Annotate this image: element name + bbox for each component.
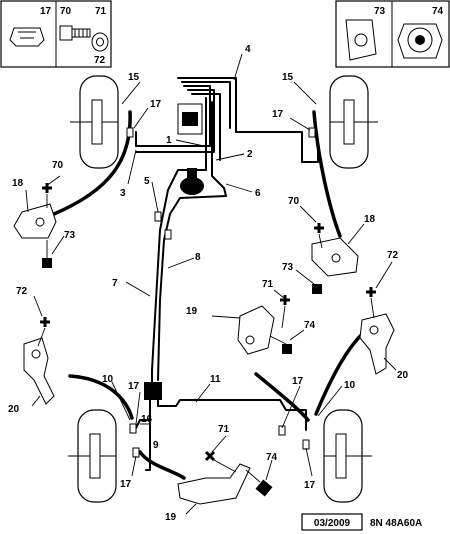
callout-17: 17	[150, 99, 162, 110]
callout-72: 72	[94, 55, 106, 66]
footer: 03/2009 8N 48A60A	[301, 513, 422, 531]
callout-10: 10	[102, 374, 114, 385]
callout-70: 70	[52, 160, 64, 171]
callout-17: 17	[120, 479, 132, 490]
nut-73-right-icon	[312, 284, 322, 294]
footer-date: 03/2009	[314, 518, 351, 529]
screw-70-right-icon	[314, 223, 324, 233]
fixings	[37, 183, 376, 497]
bracket-19-upper-icon	[237, 305, 275, 355]
callout-74: 74	[266, 452, 278, 463]
brake-pipes	[133, 77, 319, 471]
callout-9: 9	[153, 440, 159, 451]
screw-72-right-icon	[366, 287, 376, 297]
callout-2: 2	[247, 149, 253, 160]
callout-3: 3	[120, 188, 126, 199]
callout-1: 1	[166, 135, 172, 146]
callout-8: 8	[195, 252, 201, 263]
rear-right-wheel	[323, 409, 372, 503]
callout-16: 16	[141, 414, 153, 425]
bracket-20-left-icon	[23, 337, 55, 405]
callout-17: 17	[304, 480, 316, 491]
inset-box-left: 17 70 71 72	[0, 0, 112, 68]
clip-17-icon	[9, 27, 45, 47]
bracket-18-right-icon	[311, 237, 359, 277]
abs-hydraulic-block	[177, 103, 204, 195]
callout-19: 19	[165, 512, 177, 523]
callout-15: 15	[128, 72, 140, 83]
screw-71-upper-icon	[280, 295, 290, 305]
callout-71: 71	[218, 424, 230, 435]
callout-20: 20	[397, 370, 409, 381]
rear-left-wheel	[68, 409, 117, 503]
callout-18: 18	[12, 178, 24, 189]
front-left-wheel	[70, 75, 119, 169]
callout-73: 73	[374, 6, 386, 17]
callout-15: 15	[282, 72, 294, 83]
pipe-clips	[126, 127, 316, 458]
washer-71-72-icon	[91, 32, 109, 52]
callout-17: 17	[128, 381, 140, 392]
bracket-19-lower-icon	[177, 463, 251, 505]
callout-73: 73	[64, 230, 76, 241]
callout-20: 20	[8, 404, 20, 415]
callout-70: 70	[288, 196, 300, 207]
nut-74-icon	[397, 23, 443, 59]
leader-lines	[25, 53, 397, 515]
screw-72-left-icon	[40, 317, 50, 327]
callout-5: 5	[144, 176, 150, 187]
callout-70: 70	[60, 6, 72, 17]
footer-reference: 8N 48A60A	[370, 518, 422, 529]
bracket-20-right-icon	[359, 313, 395, 375]
callout-4: 4	[245, 44, 251, 55]
callout-10: 10	[344, 380, 356, 391]
callout-17: 17	[292, 376, 304, 387]
callout-71: 71	[262, 279, 274, 290]
bolt-70-icon	[59, 25, 91, 41]
nut-74-upper-icon	[282, 344, 292, 354]
front-right-wheel	[329, 75, 378, 169]
callout-72: 72	[387, 250, 399, 261]
callout-6: 6	[255, 188, 261, 199]
callout-17: 17	[272, 109, 284, 120]
nut-74-lower-icon	[255, 479, 273, 497]
nut-73-left-icon	[42, 258, 52, 268]
callout-11: 11	[210, 374, 221, 385]
callout-71: 71	[95, 6, 107, 17]
junction-block	[144, 382, 162, 400]
callout-73: 73	[282, 262, 294, 273]
callout-74: 74	[304, 320, 316, 331]
callout-72: 72	[16, 286, 28, 297]
callout-7: 7	[112, 278, 118, 289]
callout-74: 74	[432, 6, 444, 17]
bracket-18-left-icon	[13, 203, 57, 239]
callout-19: 19	[186, 306, 198, 317]
callout-18: 18	[364, 214, 376, 225]
callout-17: 17	[40, 6, 52, 17]
screw-70-left-icon	[42, 183, 52, 193]
inset-box-right: 73 74	[335, 0, 450, 68]
screw-71-lower-icon	[204, 450, 216, 462]
callout-labels: 15 15 17 17 4 1 2 3 5 6 7 8 9 10 10 11 1…	[8, 44, 409, 523]
